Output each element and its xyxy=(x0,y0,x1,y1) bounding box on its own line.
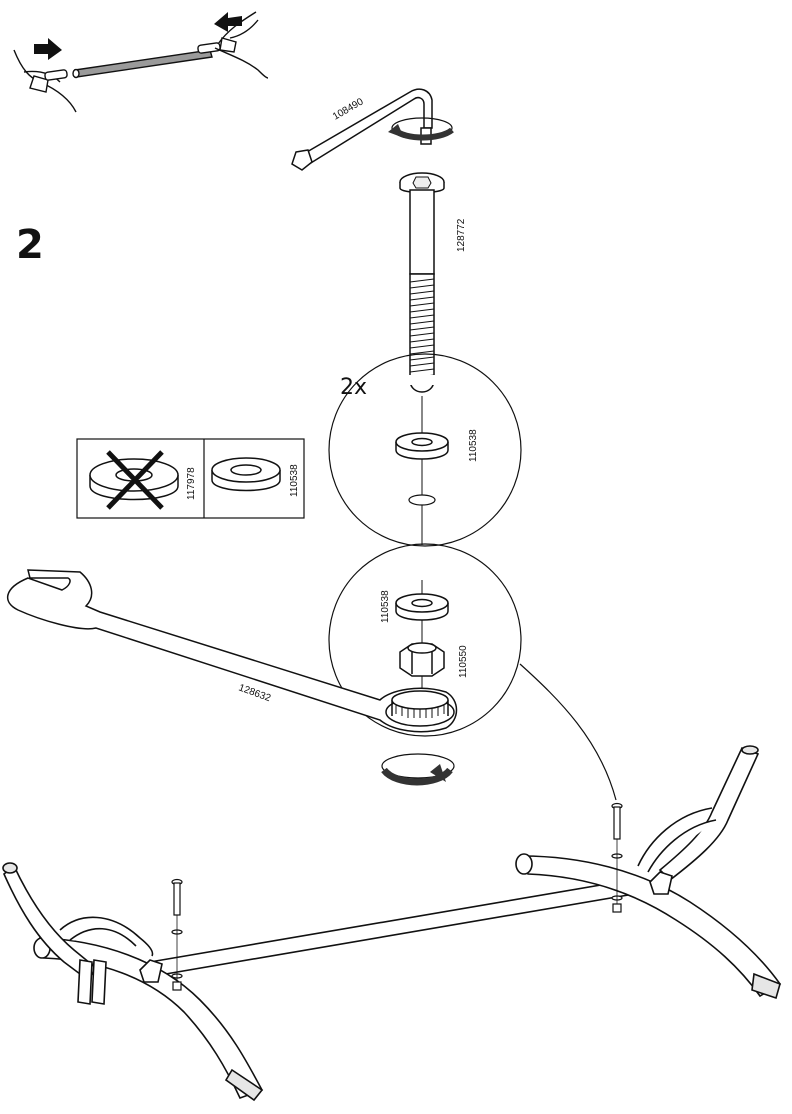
wrench xyxy=(7,569,458,733)
cross-icon xyxy=(106,450,164,510)
hole-marker xyxy=(408,494,436,506)
part-number-washer-upper: 110538 xyxy=(468,429,479,462)
overview-diagram xyxy=(13,11,269,113)
washer-lower xyxy=(395,593,449,621)
washer-comparison-box: 117978 110538 xyxy=(76,438,305,519)
detail-circle-washer xyxy=(328,353,522,547)
part-number-correct-washer: 110538 xyxy=(289,464,300,497)
part-number-washer-lower: 110538 xyxy=(380,590,391,623)
detail-circle-nut xyxy=(328,543,522,737)
frame-bolt-left xyxy=(171,878,183,991)
step-number: 2 xyxy=(16,222,44,268)
callout-line xyxy=(519,663,617,801)
arrow-left-icon xyxy=(214,12,242,32)
frame-bolt-right xyxy=(611,802,623,913)
hammock-frame xyxy=(2,745,782,1102)
bolt xyxy=(399,172,445,393)
washer-upper xyxy=(395,432,449,460)
part-number-hex-key: 108490 xyxy=(331,96,366,122)
rotate-arrow-icon xyxy=(388,117,454,141)
arrow-right-icon xyxy=(34,38,62,60)
part-number-wrong-washer: 117978 xyxy=(186,467,197,500)
part-number-nut: 110550 xyxy=(458,645,469,678)
rotate-arrow-icon xyxy=(381,753,455,786)
quantity-label: 2x xyxy=(340,375,367,400)
part-number-bolt: 128772 xyxy=(456,218,467,252)
nut xyxy=(399,642,445,677)
part-number-wrench: 128632 xyxy=(237,682,273,704)
